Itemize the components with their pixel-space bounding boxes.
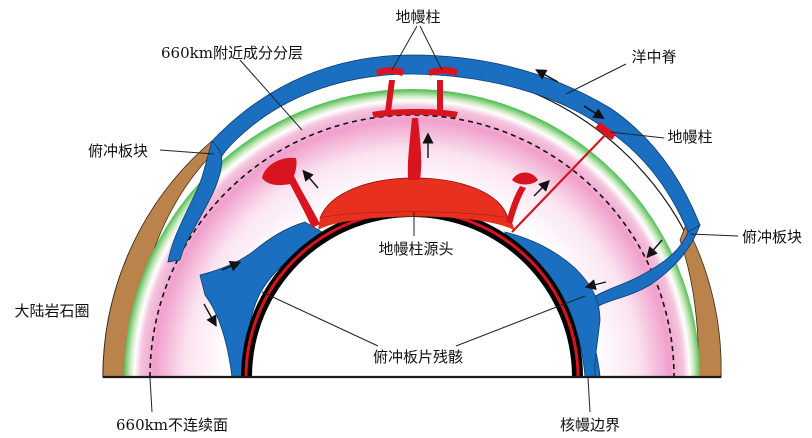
label-continental-lithosphere: 大陆岩石圈	[14, 302, 89, 320]
leader-layering	[239, 59, 303, 131]
core-interior	[252, 217, 572, 377]
label-discontinuity-660: 660km不连续面	[116, 416, 228, 434]
arrow-icon	[646, 239, 663, 259]
leader-remnant-right	[455, 295, 586, 347]
slab-remnant-left	[199, 221, 323, 378]
leader-remnant-left	[261, 291, 379, 347]
leader-right-plume	[609, 131, 665, 139]
right-plume-stem	[506, 186, 526, 224]
leader-left-slab	[159, 149, 215, 155]
left-subducting-slab	[167, 140, 223, 263]
label-top-plume: 地幔柱	[395, 8, 440, 26]
right-long-plume-cap	[595, 122, 616, 140]
label-mid-ocean-ridge: 洋中脊	[631, 48, 676, 66]
label-left-slab: 俯冲板块	[88, 142, 148, 160]
arrow-icon	[535, 69, 559, 83]
arrow-icon	[203, 303, 217, 327]
leader-right-slab	[689, 233, 739, 237]
left-plume-stem	[288, 176, 320, 228]
upper-plume-right-stem	[437, 80, 443, 112]
label-cmb: 核幔边界	[560, 416, 620, 434]
right-long-plume	[511, 129, 611, 233]
arrow-icon	[584, 279, 607, 291]
upper-plume-head	[372, 109, 458, 118]
label-slab-remnant: 俯冲板片残骸	[373, 348, 463, 366]
label-discontinuity-layering: 660km附近成分分层	[161, 44, 303, 62]
plume-source-body	[318, 212, 514, 230]
oceanic-plate-top	[211, 54, 701, 233]
label-right-slab: 俯冲板块	[742, 228, 802, 246]
leader-660	[149, 377, 153, 413]
arrow-icon	[583, 105, 605, 119]
upper-plume-right-cap	[428, 67, 458, 76]
arrow-icon	[533, 180, 550, 197]
left-plume-head	[262, 157, 297, 186]
central-plume-conduit	[407, 118, 422, 180]
upper-plume-left-cap	[376, 67, 404, 76]
leader-ridge	[565, 63, 627, 95]
label-plume-source: 地幔柱源头	[378, 240, 453, 258]
arrow-icon	[302, 169, 319, 189]
right-plume-head	[512, 172, 538, 185]
leader-cmb	[587, 377, 591, 413]
upper-plume-left-stem	[385, 80, 395, 112]
label-right-plume: 地幔柱	[667, 128, 712, 146]
leader-top-plume-left	[391, 25, 418, 71]
arrow-icon	[221, 261, 242, 272]
leader-top-plume-right	[419, 25, 443, 71]
